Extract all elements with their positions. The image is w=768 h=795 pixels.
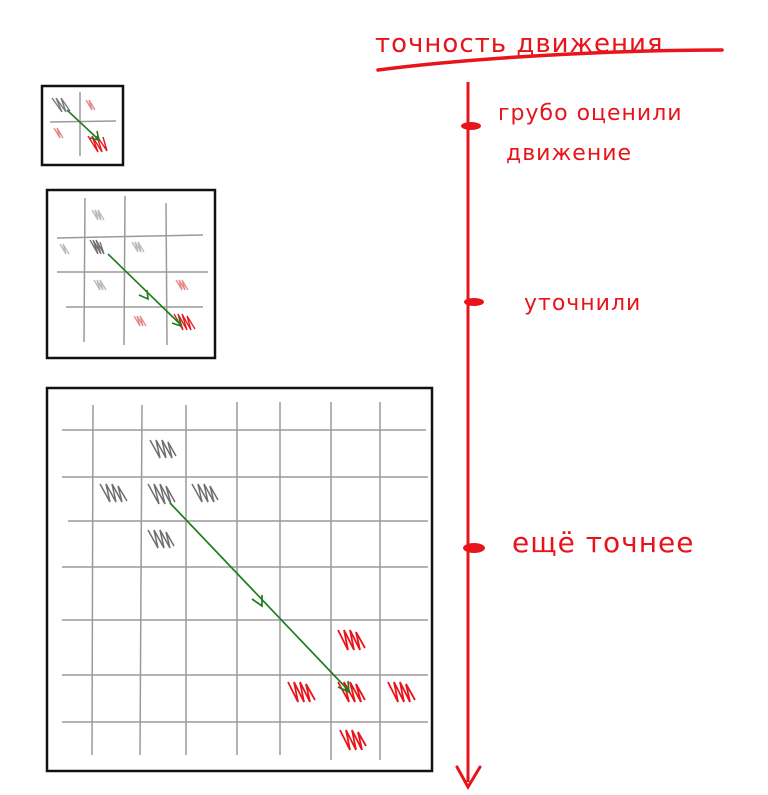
blob-prev-right <box>191 483 219 503</box>
blob-cur-left <box>287 681 316 703</box>
frame-refined <box>45 188 217 360</box>
label-finer: ещё точнее <box>512 526 694 559</box>
title-underline <box>376 48 724 72</box>
label-coarse-line2: движение <box>506 141 632 166</box>
motion-vector-fine <box>169 502 351 693</box>
diagram-title: точность движения <box>375 29 664 59</box>
blob-cur-center <box>337 681 366 703</box>
axis-tick-fine <box>463 543 485 553</box>
blob-cur-right <box>387 681 416 703</box>
blob-cur-top <box>337 629 366 651</box>
blob-cur-bottom <box>339 729 367 751</box>
label-coarse-line1: грубо оценили <box>498 101 683 126</box>
blob-prev-left <box>99 483 128 503</box>
blob-prev-top <box>149 439 177 459</box>
label-refined: уточнили <box>524 291 641 316</box>
axis-tick-coarse <box>461 122 481 130</box>
axis-tick-refined <box>464 298 484 306</box>
axis-arrowhead <box>455 765 482 791</box>
frame-fine <box>45 386 434 773</box>
grid-fine <box>45 386 434 773</box>
grid-refined <box>45 188 217 360</box>
blob-prev-center <box>147 483 176 505</box>
blob-prev-bottom <box>147 529 175 549</box>
grid-coarse <box>40 84 125 167</box>
